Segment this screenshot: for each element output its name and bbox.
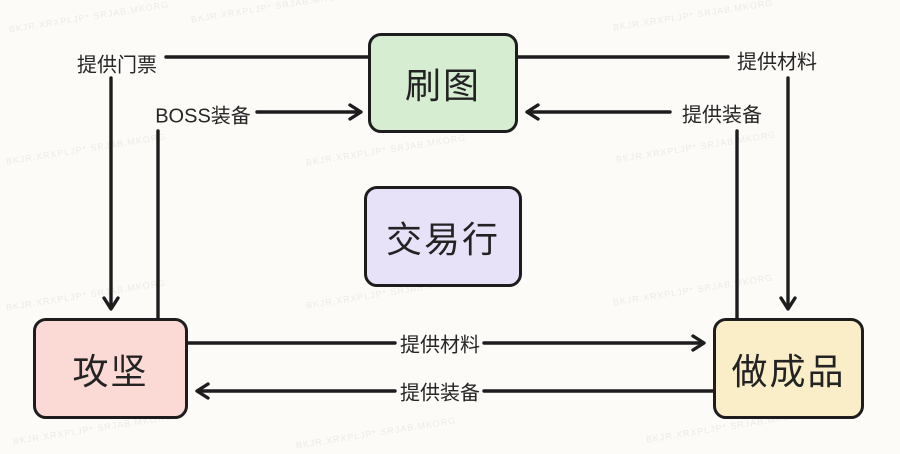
node-shuatu: 刷图 xyxy=(368,33,518,133)
node-gongjian-label: 攻坚 xyxy=(72,350,149,392)
edge-label-boss-equipment: BOSS装备 xyxy=(155,105,251,128)
node-jiaoyihang: 交易行 xyxy=(364,186,522,287)
node-jiaoyihang-label: 交易行 xyxy=(385,218,500,260)
node-shuatu-label: 刷图 xyxy=(404,65,481,106)
edge-label-equipment-bottom: 提供装备 xyxy=(400,382,480,405)
node-zuochengpin: 做成品 xyxy=(713,318,864,419)
edge-label-tickets: 提供门票 xyxy=(77,54,157,77)
node-gongjian: 攻坚 xyxy=(33,318,188,419)
edge-label-materials-bottom: 提供材料 xyxy=(400,334,480,357)
edge-label-equipment-top: 提供装备 xyxy=(682,104,762,127)
edge-label-materials-top: 提供材料 xyxy=(737,51,817,74)
node-zuochengpin-label: 做成品 xyxy=(731,350,846,392)
